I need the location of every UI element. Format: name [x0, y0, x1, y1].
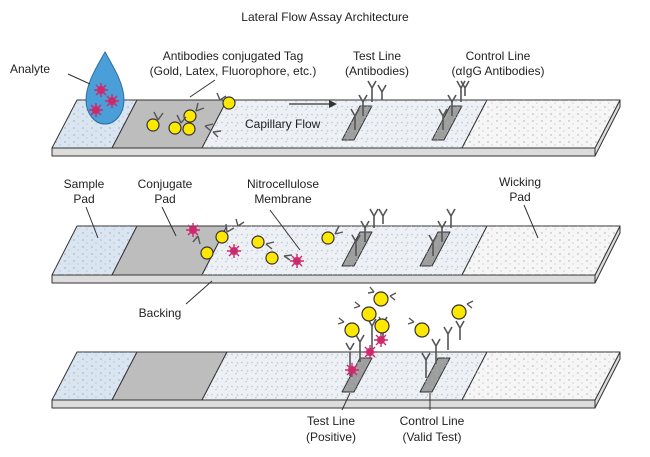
tag-particles-strip-3	[344, 291, 467, 338]
antibody-y	[195, 102, 205, 112]
tag-particle	[215, 230, 229, 244]
antibodies-pointer	[189, 79, 216, 98]
control-line-valid-label-line-2: (Valid Test)	[403, 430, 462, 444]
pad-texture	[52, 100, 620, 400]
tag-particle	[182, 122, 196, 136]
wicking-pad-label-line-2: Pad	[509, 190, 530, 204]
antibody-y	[204, 123, 214, 132]
analyte-particle	[94, 83, 108, 97]
control-line-label-line-1: Control Line	[466, 49, 531, 63]
capture-antibodies-control-line-2	[428, 208, 456, 256]
antibody-y	[216, 92, 227, 101]
strip-1-backing-front	[51, 147, 596, 157]
membrane-label-line-2: Membrane	[254, 192, 312, 206]
analyte-label: Analyte	[10, 62, 50, 76]
antibodies-label-line-2: (Gold, Latex, Fluorophore, etc.)	[150, 64, 317, 78]
analyte-particle	[363, 345, 377, 359]
antibody-y	[212, 130, 222, 138]
sample-pad-label-line-1: Sample	[64, 177, 105, 191]
analyte-particle	[105, 94, 119, 108]
antibodies-label-line-1: Antibodies conjugated Tag	[163, 49, 304, 63]
tag-particle	[168, 121, 182, 135]
analyte-particles-droplet	[89, 83, 119, 117]
analyte-particles-strip-2	[186, 223, 304, 268]
conjugate-pad-label-line-1: Conjugate	[138, 177, 193, 191]
analyte-pointer	[67, 73, 91, 85]
backing-pointer	[185, 280, 213, 305]
tag-particles-strip-1	[146, 96, 236, 136]
analyte-particle	[89, 103, 103, 117]
test-line-label-line-1: Test Line	[353, 49, 401, 63]
tag-particle	[361, 306, 377, 322]
control-line-valid-label-line-1: Control Line	[400, 414, 465, 428]
sample-pad-label-line-2: Pad	[73, 192, 94, 206]
backing-label: Backing	[139, 306, 182, 320]
membrane-pointer	[269, 209, 301, 251]
test-line-label-line-2: (Antibodies)	[345, 64, 409, 78]
tag-particle	[451, 304, 467, 320]
antibody-y-strip-2	[192, 218, 344, 261]
capture-antibodies-control-line-1	[438, 80, 470, 130]
analyte-particle	[186, 223, 200, 237]
analyte-particle	[290, 254, 304, 268]
analyte-droplet	[85, 50, 125, 125]
antibody-stacks-strip-3	[345, 316, 465, 378]
membrane-label-line-1: Nitrocellulose	[247, 177, 319, 191]
tag-particle	[374, 318, 390, 334]
strip-2-backing-front	[51, 274, 596, 284]
membrane-texture	[202, 100, 487, 400]
diagram-title: Lateral Flow Assay Architecture	[241, 10, 409, 24]
test-line-positive-pointer	[341, 392, 351, 411]
tag-particle	[251, 235, 265, 249]
analyte-particle	[345, 363, 359, 377]
tag-particle	[414, 322, 430, 338]
analyte-particles-strip-3	[345, 333, 388, 377]
tag-particle	[222, 96, 236, 110]
wicking-pad-label-line-1: Wicking	[499, 175, 541, 189]
strip-3-backing-front	[51, 399, 596, 409]
flow-arrow	[289, 100, 337, 108]
capillary-flow-label: Capillary Flow	[245, 117, 321, 131]
control-line-label-line-2: (αIgG Antibodies)	[452, 64, 545, 78]
tag-particle	[265, 251, 279, 265]
tag-particle	[183, 109, 197, 123]
capture-antibodies-test-line-2	[351, 208, 388, 256]
tag-particle	[200, 246, 214, 260]
analyte-particle	[374, 333, 388, 347]
test-line-positive-label-line-1: Test Line	[307, 414, 355, 428]
antibody-y	[176, 114, 187, 124]
tag-antibody-arms-strip-3	[337, 286, 474, 325]
sample-pad-pointer	[85, 206, 99, 239]
analyte-particle	[227, 244, 241, 258]
test-line-positive-label-line-2: (Positive)	[306, 430, 356, 444]
antibody-y	[153, 111, 164, 121]
tag-particle	[146, 118, 160, 132]
wicking-pad-pointer	[523, 204, 539, 239]
tag-particle	[321, 231, 335, 245]
capture-antibodies-test-line-1	[350, 80, 387, 130]
antibody-y-strip-1	[153, 92, 227, 138]
conjugate-pad-pointer	[161, 206, 177, 237]
tag-particle	[373, 291, 389, 307]
tag-particle	[344, 322, 360, 338]
conjugate-pad-label-line-2: Pad	[154, 192, 175, 206]
tag-particles-strip-2	[200, 230, 335, 265]
